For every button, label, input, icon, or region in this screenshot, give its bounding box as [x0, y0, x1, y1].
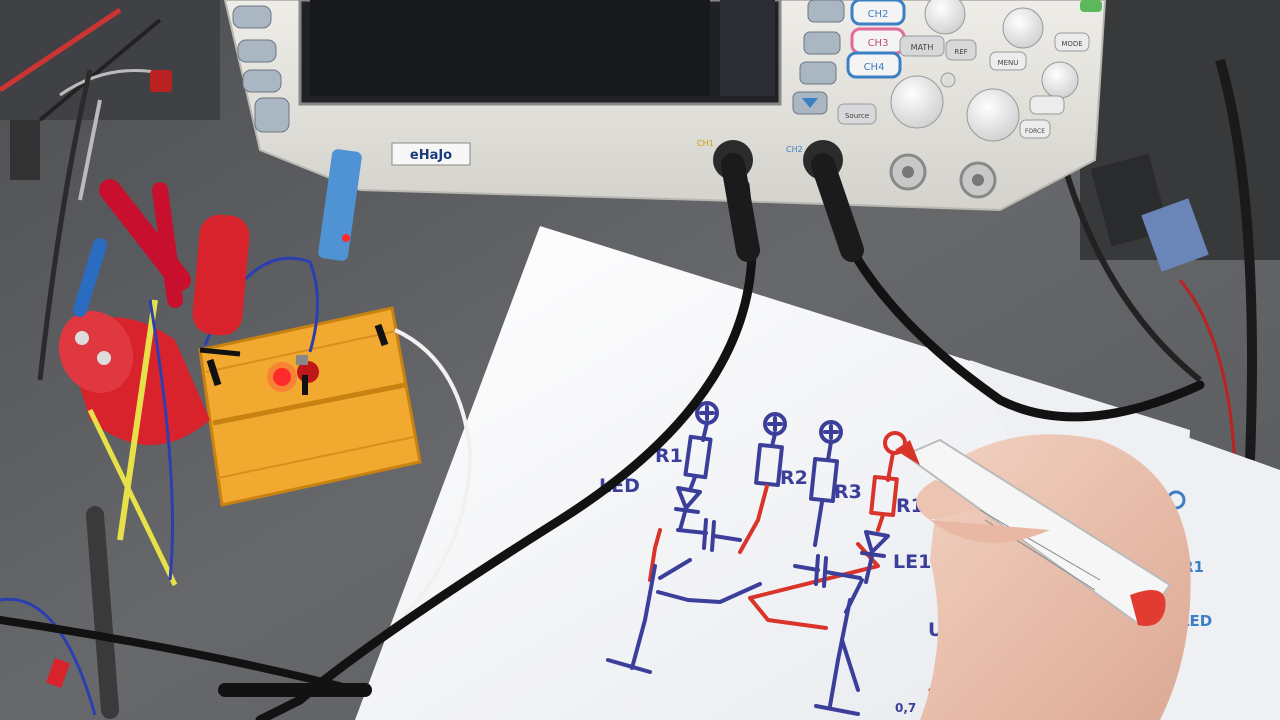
- test-leads: [37, 69, 191, 587]
- ref-label: REF: [954, 48, 967, 56]
- scope-function-buttons: MENU MODE FORCE: [989, 0, 1102, 139]
- clutter-top-left: [0, 0, 220, 180]
- ch2-button-label: CH2: [868, 9, 889, 20]
- label-r1-left: R1: [655, 445, 683, 467]
- label-r2: R2: [780, 467, 808, 489]
- red-capacitors: [58, 214, 250, 445]
- ch2-button: [850, 0, 906, 26]
- graph-tick-label: 0,7: [895, 701, 916, 715]
- scope-knobs: [890, 0, 1079, 142]
- scope-right-softkeys: [792, 0, 845, 115]
- math-label: MATH: [911, 43, 934, 52]
- force-label: FORCE: [1025, 128, 1045, 135]
- probe-cables: [0, 153, 1205, 720]
- ehajo-sticker-label: eHaJo: [410, 148, 452, 163]
- hand-with-marker: [895, 434, 1191, 720]
- usb-stick: [318, 149, 362, 261]
- breadboard: [198, 306, 422, 507]
- oscilloscope: CH2 CH3 CH4 MATH REF Source MENU MODE: [223, 0, 1107, 212]
- menu-label: MENU: [998, 59, 1019, 67]
- probe-tool: [0, 506, 119, 719]
- ch4-button-label: CH4: [864, 62, 885, 73]
- mode-label: MODE: [1061, 40, 1082, 48]
- ch4-button: [846, 51, 902, 79]
- scope-left-softkeys: [232, 5, 290, 133]
- ch1-port-label: CH1: [697, 139, 714, 148]
- label-r3: R3: [834, 481, 862, 503]
- ehajo-sticker: [391, 142, 471, 166]
- clutter-right: [1057, 0, 1280, 471]
- ch3-button-label: CH3: [868, 38, 889, 49]
- channel-buttons: CH2 CH3 CH4 MATH REF Source: [837, 0, 977, 125]
- label-le1: LE1: [893, 551, 931, 573]
- ch2-port-label: CH2: [786, 145, 803, 154]
- source-label: Source: [845, 112, 869, 120]
- white-wire: [378, 328, 473, 642]
